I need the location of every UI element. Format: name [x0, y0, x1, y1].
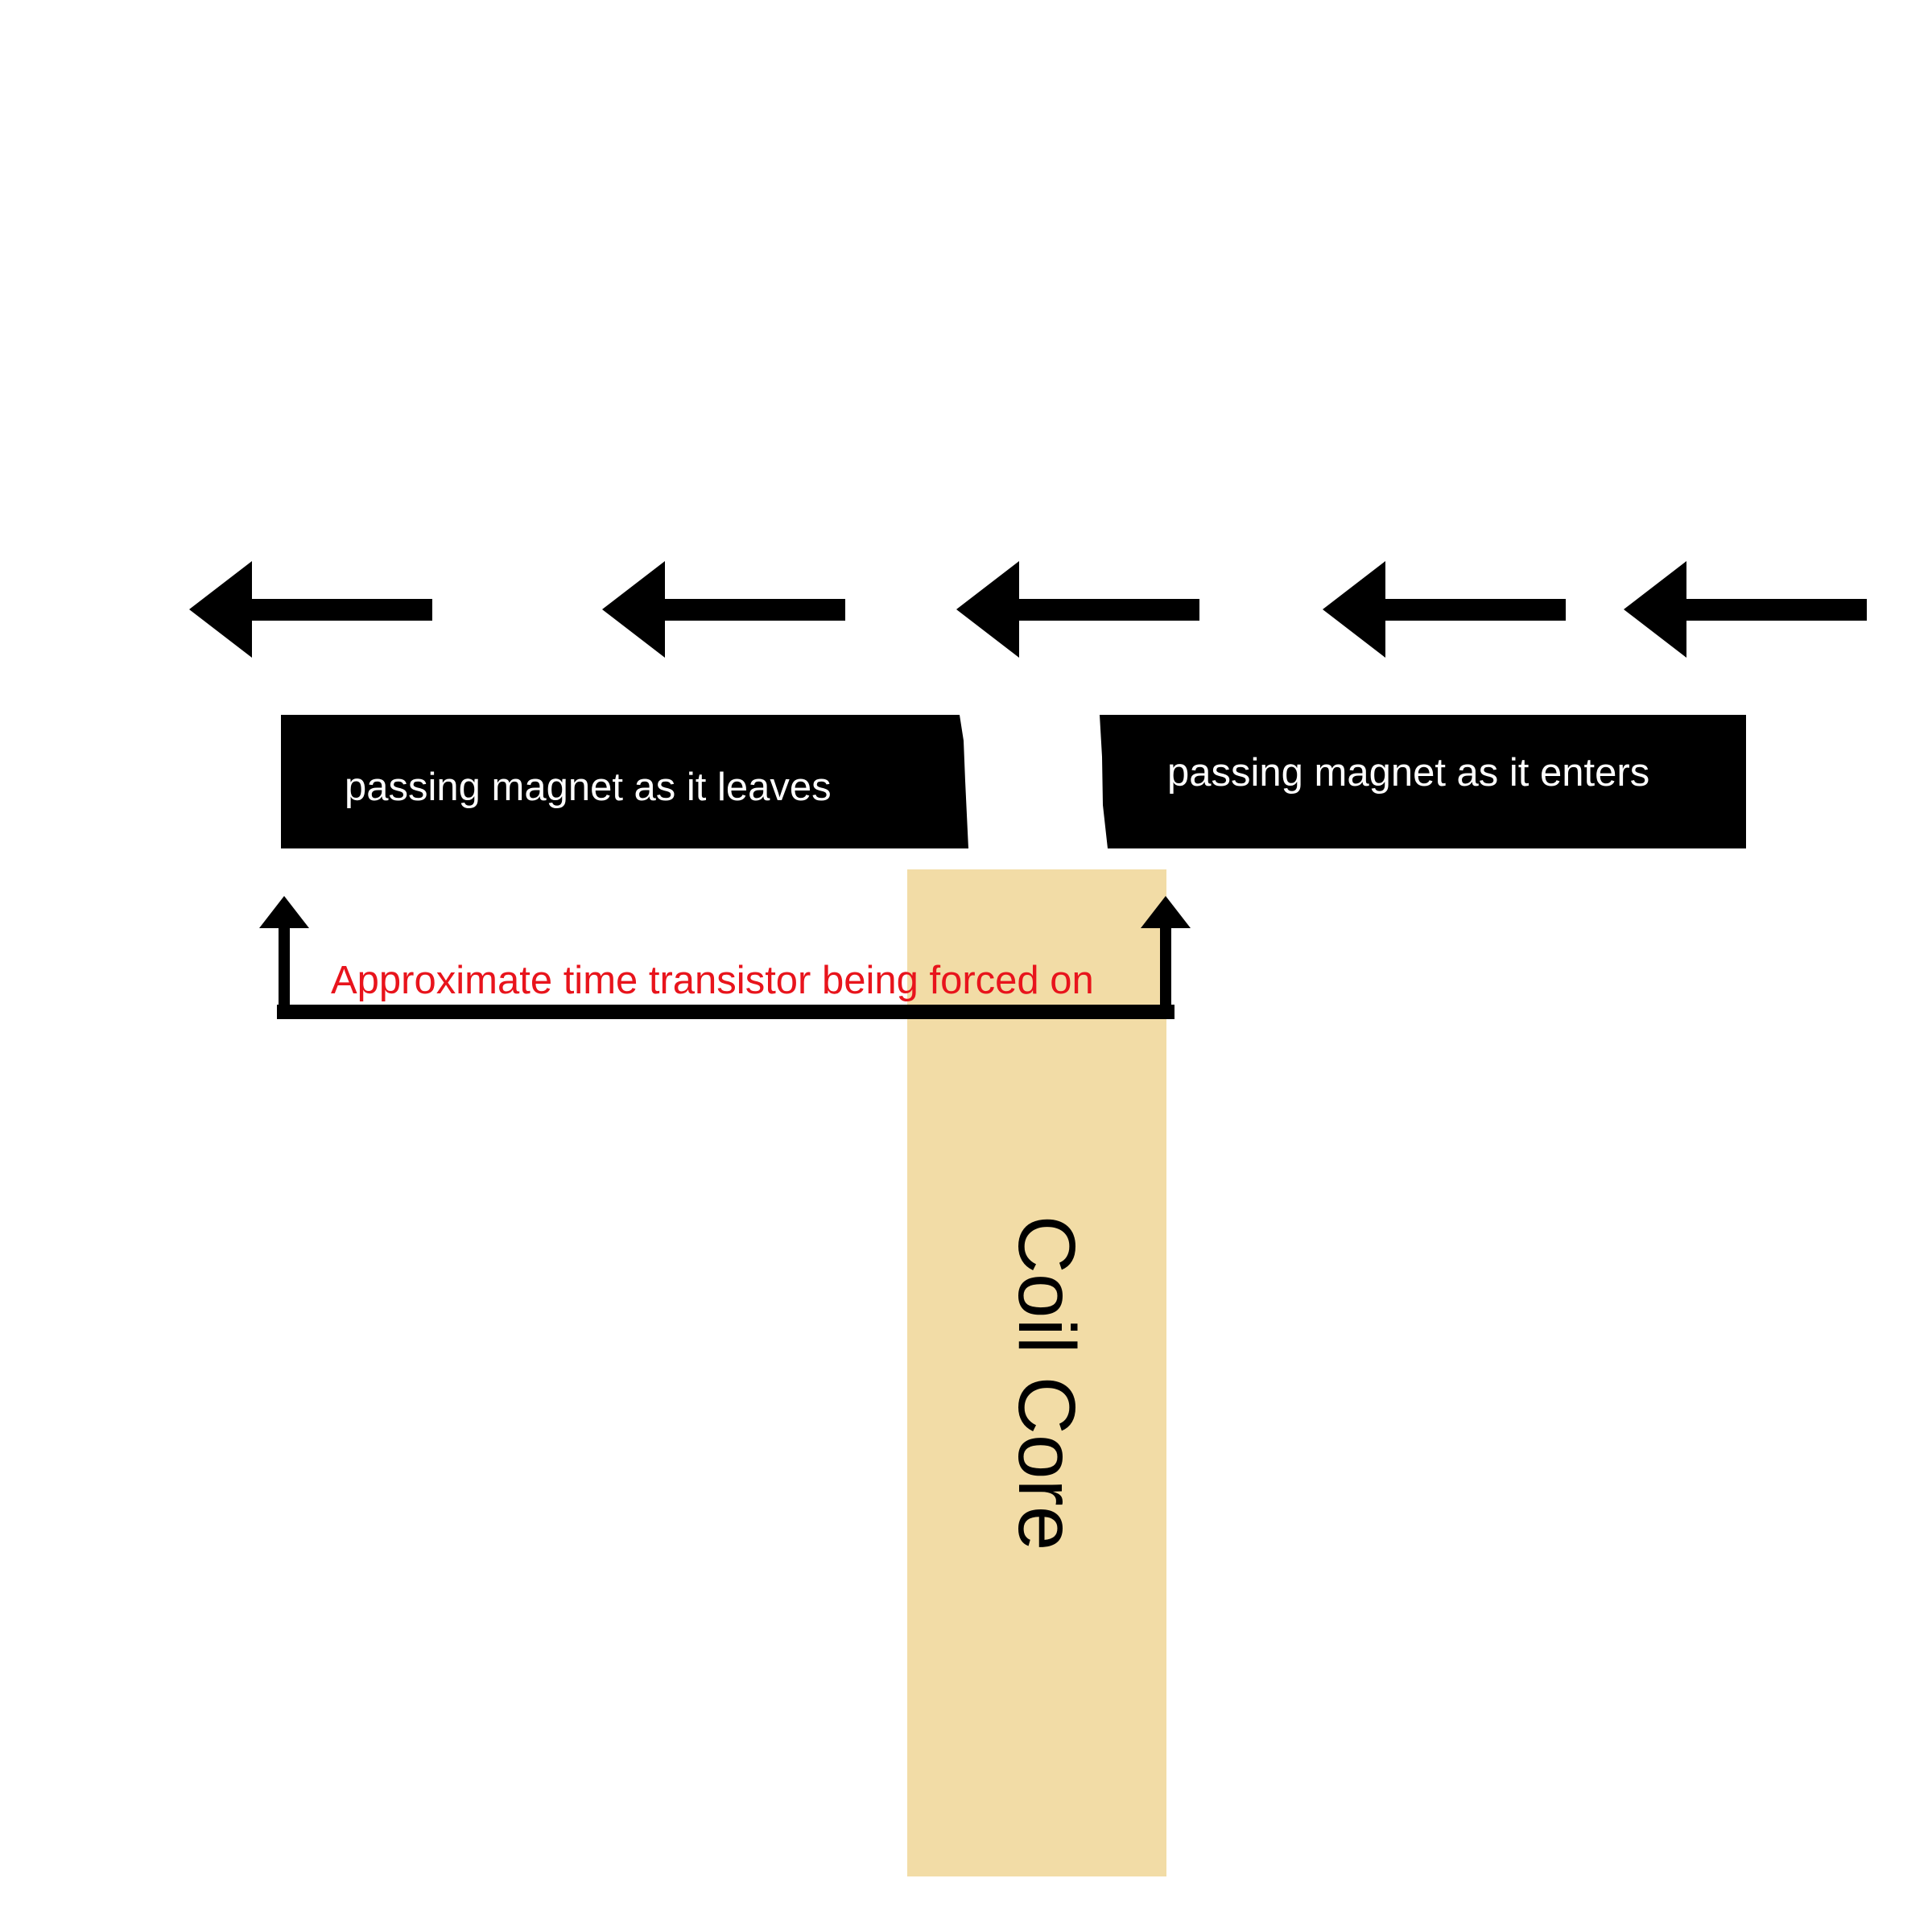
timing-bracket: [259, 896, 1191, 1019]
magnet-entering: [1100, 715, 1746, 848]
magnet-leaving: [281, 715, 968, 848]
arrow-left-icon: [956, 561, 1199, 658]
arrow-up-icon: [259, 896, 309, 928]
transistor-on-time-label: Approximate time transistor being forced…: [331, 959, 1094, 1002]
motion-arrows: [189, 561, 1867, 658]
arrow-left-icon: [1624, 561, 1867, 658]
arrow-up-icon: [1141, 896, 1191, 928]
bracket-left-stem: [279, 922, 290, 1019]
arrow-left-icon: [602, 561, 845, 658]
arrow-left-icon: [189, 561, 432, 658]
bracket-right-stem: [1160, 922, 1171, 1019]
coil-core-label: Coil Core: [1001, 1216, 1092, 1551]
magnet-entering-label: passing magnet as it enters: [1167, 751, 1649, 795]
magnet-leaving-label: passing magnet as it leaves: [345, 766, 832, 809]
coil-core: [907, 869, 1166, 1876]
arrow-left-icon: [1323, 561, 1566, 658]
bracket-baseline: [277, 1005, 1174, 1019]
